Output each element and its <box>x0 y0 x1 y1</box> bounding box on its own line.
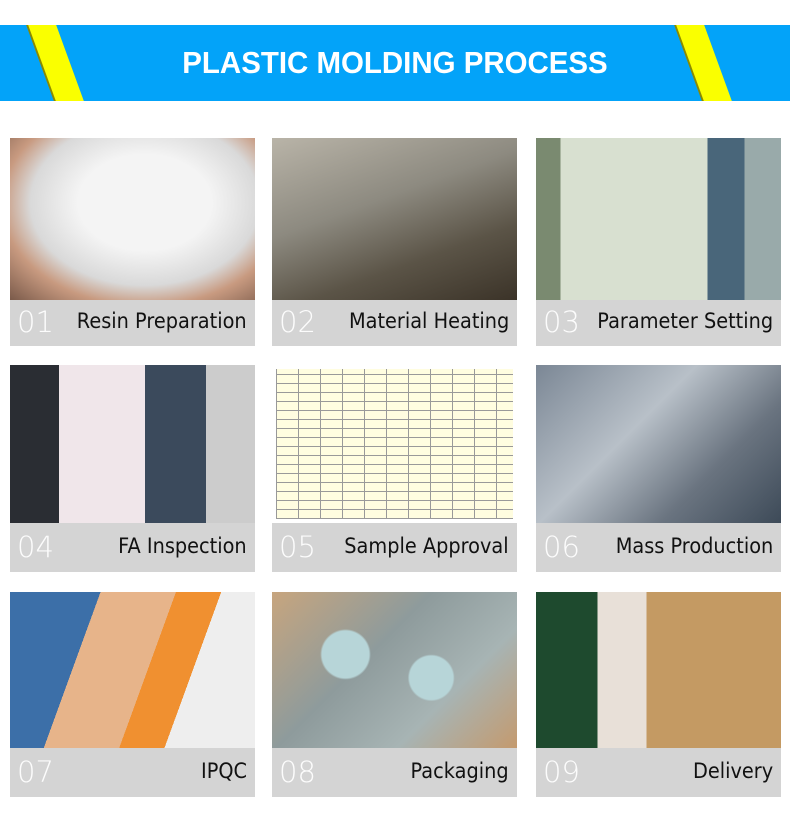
process-step-card: 09 Delivery <box>536 592 781 797</box>
dryer-machines-photo <box>272 138 517 300</box>
step-caption: 02 Material Heating <box>272 300 517 346</box>
step-caption: 03 Parameter Setting <box>536 300 781 346</box>
process-step-card: 05 Sample Approval <box>272 365 517 572</box>
step-label: Resin Preparation <box>77 309 247 333</box>
process-step-card: 06 Mass Production <box>536 365 781 572</box>
step-label: Sample Approval <box>344 533 509 558</box>
step-number: 02 <box>279 305 316 339</box>
carton-box-photo <box>536 592 781 748</box>
step-caption: 07 IPQC <box>10 748 255 797</box>
mold-photo <box>536 365 781 523</box>
step-number: 08 <box>279 754 316 789</box>
header-banner: PLASTIC MOLDING PROCESS <box>0 25 790 101</box>
step-label: Delivery <box>692 758 773 783</box>
step-number: 03 <box>543 305 580 339</box>
process-step-card: 07 IPQC <box>10 592 255 797</box>
step-number: 04 <box>17 529 54 564</box>
inspection-lab-photo <box>10 365 255 523</box>
spreadsheet-grid <box>276 369 513 519</box>
process-step-card: 03 Parameter Setting <box>536 138 781 346</box>
step-label: Packaging <box>410 758 509 783</box>
resin-pellets-photo <box>10 138 255 300</box>
step-caption: 01 Resin Preparation <box>10 300 255 346</box>
step-label: Material Heating <box>348 309 509 333</box>
process-step-card: 02 Material Heating <box>272 138 517 346</box>
step-number: 06 <box>543 529 580 564</box>
color-swatch-photo <box>10 592 255 748</box>
fai-report-spreadsheet <box>272 365 517 523</box>
packed-parts-photo <box>272 592 517 748</box>
step-number: 07 <box>17 754 54 789</box>
process-step-card: 01 Resin Preparation <box>10 138 255 346</box>
step-caption: 05 Sample Approval <box>272 523 517 572</box>
step-number: 01 <box>17 305 54 339</box>
step-caption: 06 Mass Production <box>536 523 781 572</box>
step-label: Mass Production <box>615 533 773 558</box>
process-step-card: 04 FA Inspection <box>10 365 255 572</box>
step-label: Parameter Setting <box>597 309 773 333</box>
step-label: FA Inspection <box>118 533 247 558</box>
injection-machine-photo <box>536 138 781 300</box>
step-caption: 09 Delivery <box>536 748 781 797</box>
step-number: 09 <box>543 754 580 789</box>
step-caption: 04 FA Inspection <box>10 523 255 572</box>
page-title: PLASTIC MOLDING PROCESS <box>182 45 608 80</box>
step-number: 05 <box>279 529 316 564</box>
step-label: IPQC <box>200 758 247 783</box>
process-step-card: 08 Packaging <box>272 592 517 797</box>
step-caption: 08 Packaging <box>272 748 517 797</box>
